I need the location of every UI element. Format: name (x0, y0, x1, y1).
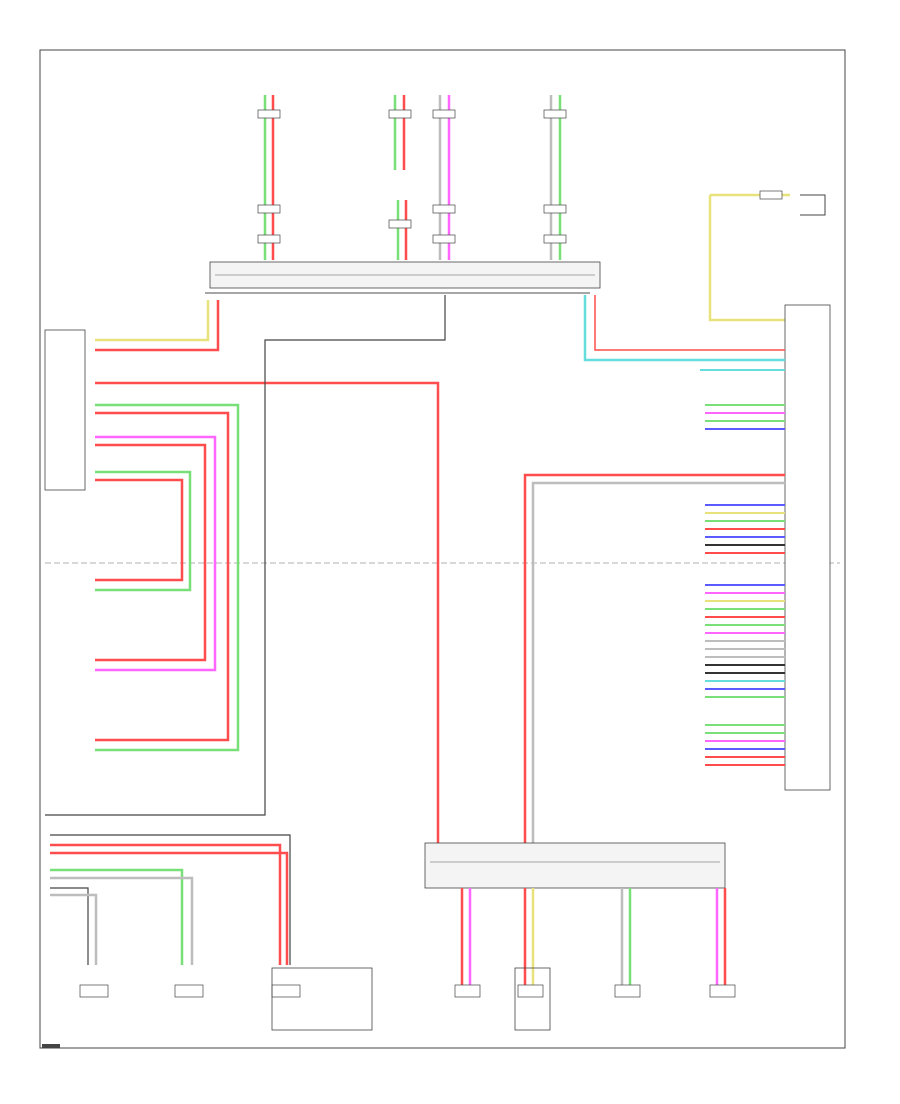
left-loop-wires (95, 403, 240, 752)
top-connector-right (543, 95, 567, 260)
right-wire-stubs (705, 404, 785, 766)
cyan-wires (583, 295, 785, 371)
module-to-bottom-wires (523, 473, 785, 845)
bottom-left-connectors (79, 967, 373, 1031)
left-connector (44, 300, 220, 491)
right-module (784, 304, 831, 791)
top-connector-left (257, 95, 281, 260)
page-frame (39, 49, 846, 1049)
bottom-right-wires (460, 888, 727, 985)
page-corner-mark (42, 1044, 60, 1048)
bottom-right-connectors (454, 967, 736, 1031)
central-wires (45, 295, 446, 845)
bottom-left-bundle (50, 834, 291, 965)
top-junction-block (205, 261, 601, 294)
top-connector-mid (432, 95, 456, 260)
yellow-loop (708, 190, 826, 322)
bottom-junction-block (424, 842, 726, 889)
top-connector-mid-left (388, 95, 412, 260)
